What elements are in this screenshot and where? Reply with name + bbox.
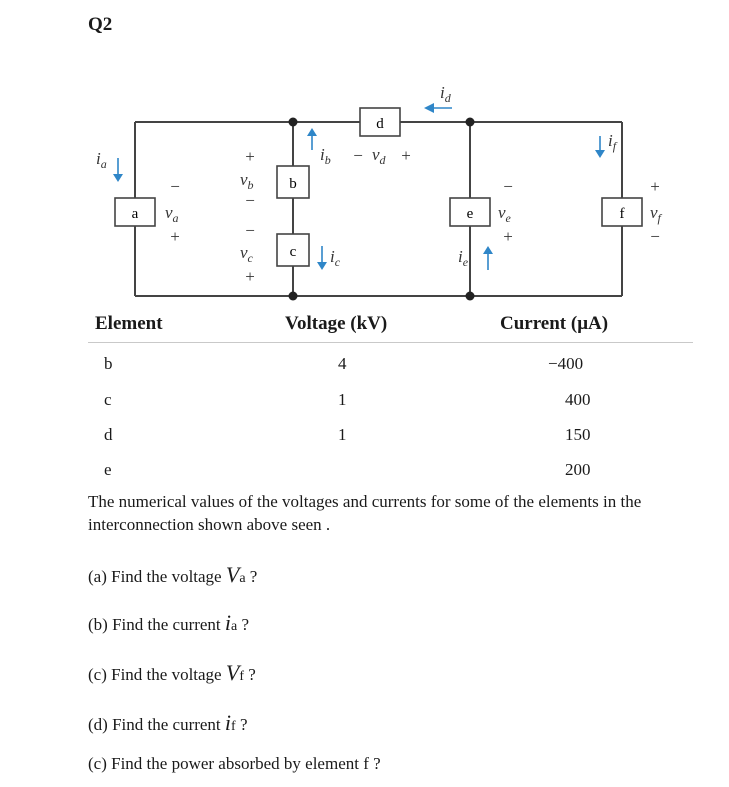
svg-text:va: va [165,203,179,225]
svg-text:−: − [245,221,255,240]
svg-text:+: + [245,267,255,286]
question-d: (d) Find the current if ? [88,710,248,735]
polarity-signs: − + + − − + − + − + + − [170,146,660,286]
svg-text:−: − [503,177,513,196]
svg-text:id: id [440,83,452,105]
cell-element: d [104,425,113,444]
svg-text:−: − [170,177,180,196]
table-divider [88,342,693,343]
cell-element: b [104,354,113,373]
element-e: e [449,197,491,227]
question-c: (c) Find the voltage Vf ? [88,660,256,685]
element-d-label: d [376,116,384,132]
question-label: Q2 [88,14,113,35]
arrow-up-icon [483,246,493,254]
description-paragraph: The numerical values of the voltages and… [88,492,642,534]
svg-text:+: + [503,227,513,246]
cell-element: e [104,460,112,479]
cell-voltage: 4 [338,354,347,373]
svg-text:+: + [245,147,255,166]
svg-text:ic: ic [330,247,341,269]
arrow-up-icon [307,128,317,136]
header-voltage: Voltage (kV) [285,313,388,334]
svg-text:−: − [650,227,660,246]
element-b: b [276,165,310,199]
node-dot [288,117,298,127]
element-f: f [601,197,643,227]
current-arrows [113,103,605,270]
question-e: (c) Find the power absorbed by element f… [88,754,381,773]
cell-current: −400 [548,354,584,373]
header-element: Element [95,313,163,334]
svg-text:+: + [401,146,411,165]
element-d: d [359,107,401,137]
cell-current: 200 [565,460,591,479]
arrow-left-icon [424,103,434,113]
svg-text:vb: vb [240,170,254,192]
svg-text:ve: ve [498,203,512,225]
node-dot [465,291,475,301]
cell-current: 400 [565,390,591,409]
svg-text:−: − [353,146,363,165]
question-b: (b) Find the current ia ? [88,610,250,635]
element-b-label: b [289,176,297,192]
node-dot [288,291,298,301]
svg-text:ia: ia [96,149,107,171]
svg-text:vc: vc [240,243,254,265]
svg-text:ie: ie [458,247,469,269]
svg-text:ib: ib [320,145,331,167]
svg-text:+: + [170,227,180,246]
element-c: c [276,233,310,267]
svg-text:if: if [608,131,618,153]
arrow-down-icon [113,174,123,182]
arrow-down-icon [317,262,327,270]
question-a: (a) Find the voltage Va ? [88,562,258,587]
svg-text:vd: vd [372,145,387,167]
element-f-label: f [620,206,625,222]
cell-current: 150 [565,425,591,444]
arrow-down-icon [595,150,605,158]
current-labels: ia ib ic id ie if [96,83,618,269]
voltage-labels: va vb vc vd ve vf [165,145,663,265]
node-dot [465,117,475,127]
svg-text:−: − [245,191,255,210]
svg-text:+: + [650,177,660,196]
cell-voltage: 1 [338,425,347,444]
header-current: Current (μA) [500,313,609,334]
element-a: a [114,197,156,227]
circuit-diagram: a b c d e f ia ib ic id ie if va [96,83,663,301]
element-e-label: e [467,206,474,222]
element-a-label: a [132,206,139,222]
svg-text:vf: vf [650,203,663,225]
element-c-label: c [290,244,297,260]
cell-element: c [104,390,112,409]
cell-voltage: 1 [338,390,347,409]
